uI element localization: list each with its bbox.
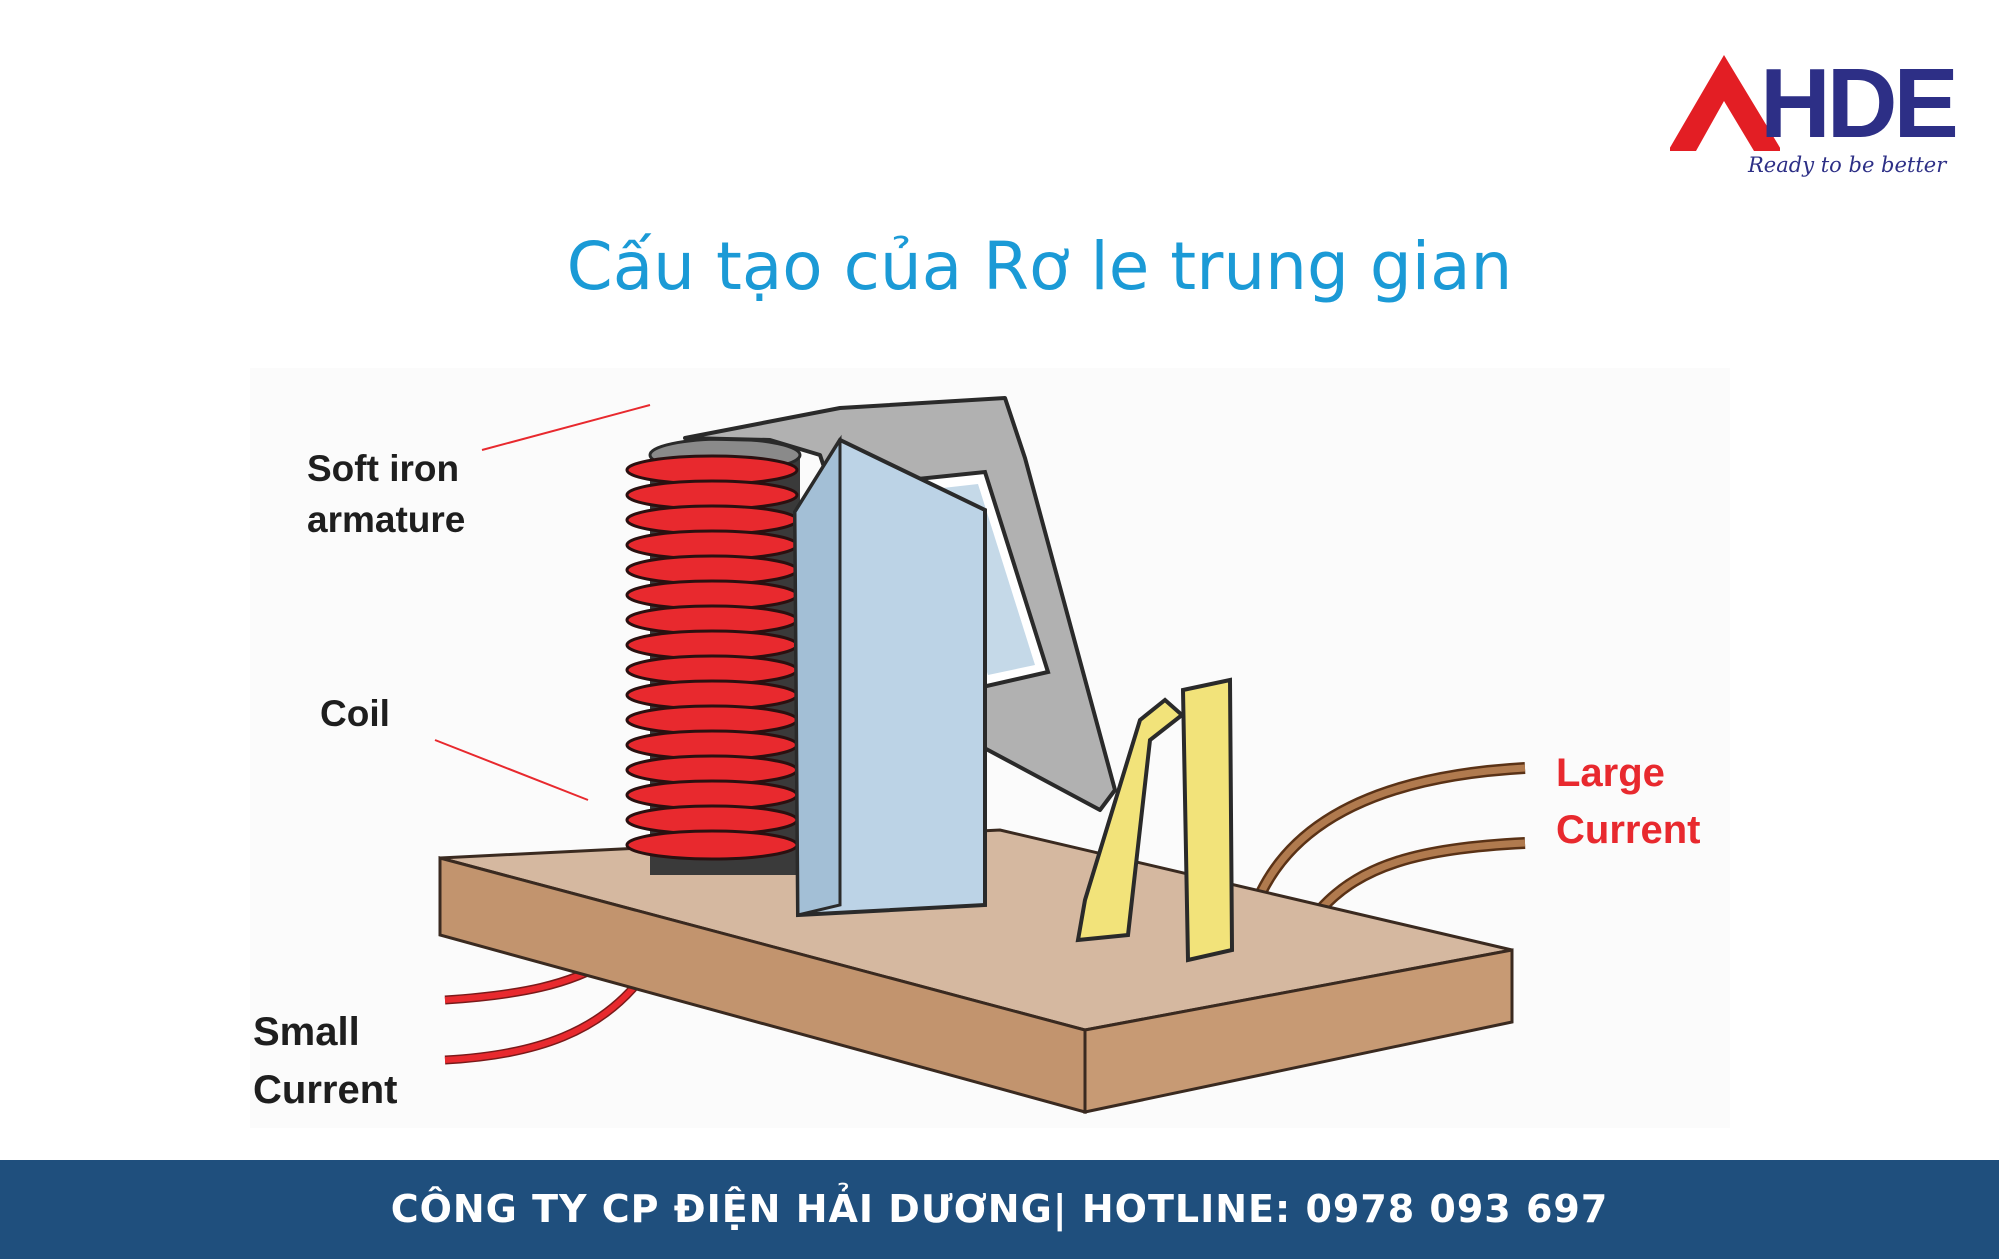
- large-current-label-line2: Current: [1556, 808, 1701, 852]
- large-current-label-line1: Large: [1556, 751, 1665, 795]
- armature-leader-line: [481, 404, 651, 451]
- large-current-wire-1: [1256, 764, 1526, 897]
- company-logo: HDE Ready to be better: [1660, 45, 1959, 195]
- armature-label-line1: Soft iron: [307, 448, 460, 489]
- yoke-bracket-side: [793, 434, 842, 917]
- logo-tagline: Ready to be better: [1748, 153, 1947, 177]
- armature-label-line2: armature: [307, 499, 466, 540]
- relay-diagram: [434, 396, 1526, 1114]
- base-side: [1083, 948, 1514, 1114]
- armature-label: Soft iron armature: [307, 443, 465, 545]
- large-current-label: Large Current: [1556, 745, 1700, 859]
- logo-triangle-icon: [1670, 55, 1780, 151]
- fixed-contact: [1180, 677, 1235, 963]
- small-current-label-line1: Small: [253, 1010, 360, 1054]
- page-title: Cấu tạo của Rơ le trung gian: [566, 228, 1513, 305]
- moving-contact: [1075, 697, 1186, 943]
- coil-windings: [625, 454, 799, 861]
- coil-leader-line: [434, 739, 589, 801]
- large-current-wire-2: [1317, 839, 1526, 913]
- footer-bar: CÔNG TY CP ĐIỆN HẢI DƯƠNG| HOTLINE: 0978…: [0, 1160, 1999, 1259]
- small-current-label: Small Current: [253, 1003, 397, 1119]
- coil-label: Coil: [320, 693, 390, 734]
- logo-letters: HDE: [1760, 48, 1959, 158]
- small-current-label-line2: Current: [253, 1068, 398, 1112]
- small-current-wire-2: [444, 978, 643, 1063]
